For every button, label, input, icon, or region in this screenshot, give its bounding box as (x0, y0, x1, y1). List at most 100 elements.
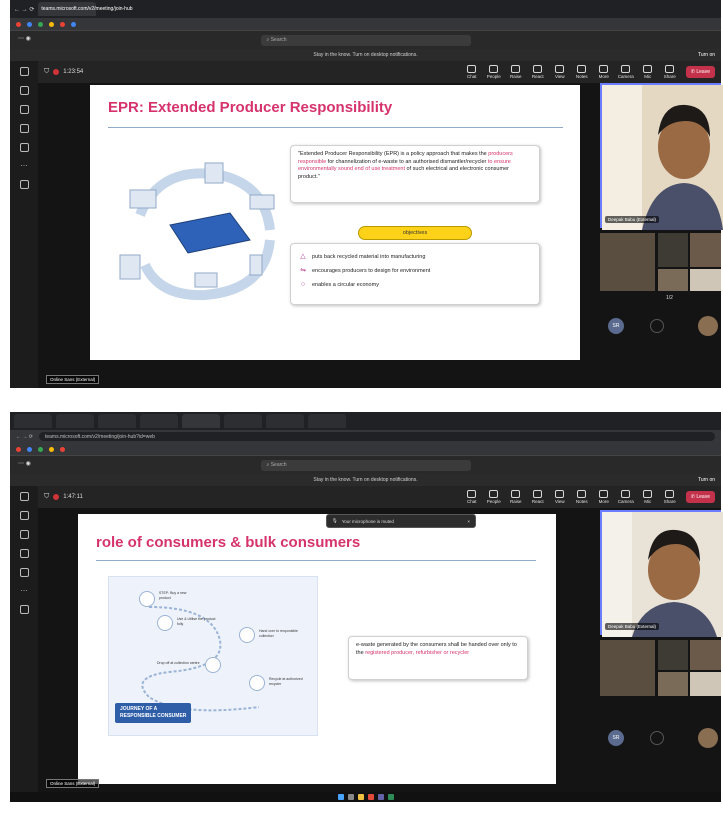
browser-tab[interactable] (266, 414, 304, 428)
presenter-video[interactable]: Deepak Babu (External) (600, 510, 723, 637)
participant-thumbnail[interactable] (658, 672, 688, 696)
presenter-video[interactable]: Deepak Babu (External) (600, 83, 723, 230)
rail-more[interactable]: ⋯ (21, 587, 28, 595)
react-control-button[interactable]: React (528, 490, 548, 504)
objective-item: △puts back recycled material into manufa… (299, 250, 531, 264)
participant-avatar[interactable] (698, 316, 718, 336)
chat-control-button[interactable]: Chat (462, 490, 482, 504)
participant-thumbnail[interactable] (658, 640, 688, 670)
nav-icons[interactable]: ← → ⟳ (16, 433, 33, 440)
rail-chat[interactable] (19, 511, 29, 520)
app-icon[interactable] (387, 794, 394, 800)
journey-title-line: JOURNEY OF A (120, 706, 158, 712)
add-participant-icon[interactable] (650, 731, 664, 745)
react-control-button[interactable]: React (528, 65, 548, 79)
participant-thumbnail[interactable] (690, 233, 721, 267)
bookmark-item[interactable] (38, 21, 43, 27)
participant-thumbnail[interactable] (690, 672, 721, 696)
bookmark-item[interactable] (60, 21, 65, 27)
rail-apps[interactable] (19, 605, 29, 614)
camera-control-button[interactable]: Camera (616, 490, 636, 504)
windows-taskbar (10, 792, 721, 802)
camera-control-button[interactable]: Camera (616, 65, 636, 79)
shared-slide: role of consumers & bulk consumers STEP:… (78, 514, 556, 784)
participant-thumbnail[interactable] (690, 640, 721, 670)
teams-icon[interactable] (377, 794, 384, 800)
more-control-button[interactable]: More (594, 65, 614, 79)
mic-control-button[interactable]: Mic (638, 65, 658, 79)
share-control-button[interactable]: Share (660, 490, 680, 504)
self-avatar[interactable]: SR (608, 318, 624, 334)
start-icon[interactable] (337, 794, 344, 800)
leave-button[interactable]: ✆ Leave (685, 66, 715, 78)
nav-icons[interactable]: ← → ⟳ (14, 6, 35, 13)
bookmark-item[interactable] (38, 446, 43, 452)
search-input[interactable]: ⌕ Search (260, 34, 471, 46)
bookmark-item[interactable] (49, 21, 54, 27)
mic-muted-toast[interactable]: 🎙Your microphone is muted× (326, 514, 476, 528)
browser-icon[interactable] (367, 794, 374, 800)
self-avatar[interactable]: SR (608, 730, 624, 746)
browser-tab[interactable] (98, 414, 136, 428)
browser-tab[interactable] (14, 414, 52, 428)
browser-tab-teams[interactable] (182, 414, 220, 428)
close-icon[interactable]: × (467, 518, 470, 524)
calendar-icon (19, 124, 29, 133)
rail-calendar[interactable] (19, 549, 29, 558)
share-control-button[interactable]: Share (660, 65, 680, 79)
more-icon (599, 490, 609, 498)
participant-thumbnail[interactable] (658, 269, 688, 291)
bookmark-item[interactable] (16, 21, 21, 27)
chat-control-button[interactable]: Chat (462, 65, 482, 79)
search-input[interactable]: ⌕ Search (260, 459, 471, 471)
turn-on-button[interactable]: Turn on (697, 52, 715, 58)
rail-calendar[interactable] (19, 124, 29, 133)
browser-tab[interactable] (56, 414, 94, 428)
browser-tab[interactable] (308, 414, 346, 428)
participant-thumbnail[interactable] (600, 640, 655, 696)
people-control-button[interactable]: People (484, 65, 504, 79)
mic-off-icon: 🎙 (332, 518, 338, 523)
teams-nav-icons[interactable]: ⋯ ◉ (18, 461, 31, 467)
bookmark-item[interactable] (49, 446, 54, 452)
url-field[interactable]: teams.microsoft.com/v2/meeting/join-hub?… (38, 432, 715, 441)
bookmark-item[interactable] (16, 446, 21, 452)
search-icon[interactable] (347, 794, 354, 800)
teams-icon (19, 105, 29, 114)
rail-more[interactable]: ⋯ (21, 162, 28, 170)
turn-on-button[interactable]: Turn on (697, 477, 715, 483)
view-control-button[interactable]: View (550, 490, 570, 504)
rail-onedrive[interactable] (19, 143, 29, 152)
browser-tab[interactable] (224, 414, 262, 428)
raise-control-button[interactable]: Raise (506, 490, 526, 504)
mic-control-button[interactable]: Mic (638, 490, 658, 504)
more-control-button[interactable]: More (594, 490, 614, 504)
rail-teams[interactable] (19, 530, 29, 539)
rail-chat[interactable] (19, 86, 29, 95)
rail-activity[interactable] (19, 67, 29, 76)
add-participant-icon[interactable] (650, 319, 664, 333)
notes-control-button[interactable]: Notes (572, 490, 592, 504)
folder-icon[interactable] (357, 794, 364, 800)
participant-thumbnail[interactable] (690, 269, 721, 291)
bookmark-item[interactable] (27, 446, 32, 452)
people-control-button[interactable]: People (484, 490, 504, 504)
rail-apps[interactable] (19, 180, 29, 189)
leave-button[interactable]: ✆ Leave (685, 491, 715, 503)
rail-teams[interactable] (19, 105, 29, 114)
notes-control-button[interactable]: Notes (572, 65, 592, 79)
browser-tab[interactable] (140, 414, 178, 428)
raise-control-button[interactable]: Raise (506, 65, 526, 79)
rail-activity[interactable] (19, 492, 29, 501)
participant-thumbnail[interactable] (658, 233, 688, 267)
gallery-pager[interactable]: 1/2 (666, 295, 673, 301)
participant-thumbnail[interactable] (600, 233, 655, 291)
rail-onedrive[interactable] (19, 568, 29, 577)
bookmark-item[interactable] (71, 21, 76, 27)
bookmark-item[interactable] (60, 446, 65, 452)
bookmark-item[interactable] (27, 21, 32, 27)
participant-avatar[interactable] (698, 728, 718, 748)
browser-tab-teams[interactable]: teams.microsoft.com/v2/meeting/join-hub (38, 2, 133, 16)
teams-nav-icons[interactable]: ⋯ ◉ (18, 36, 31, 42)
view-control-button[interactable]: View (550, 65, 570, 79)
